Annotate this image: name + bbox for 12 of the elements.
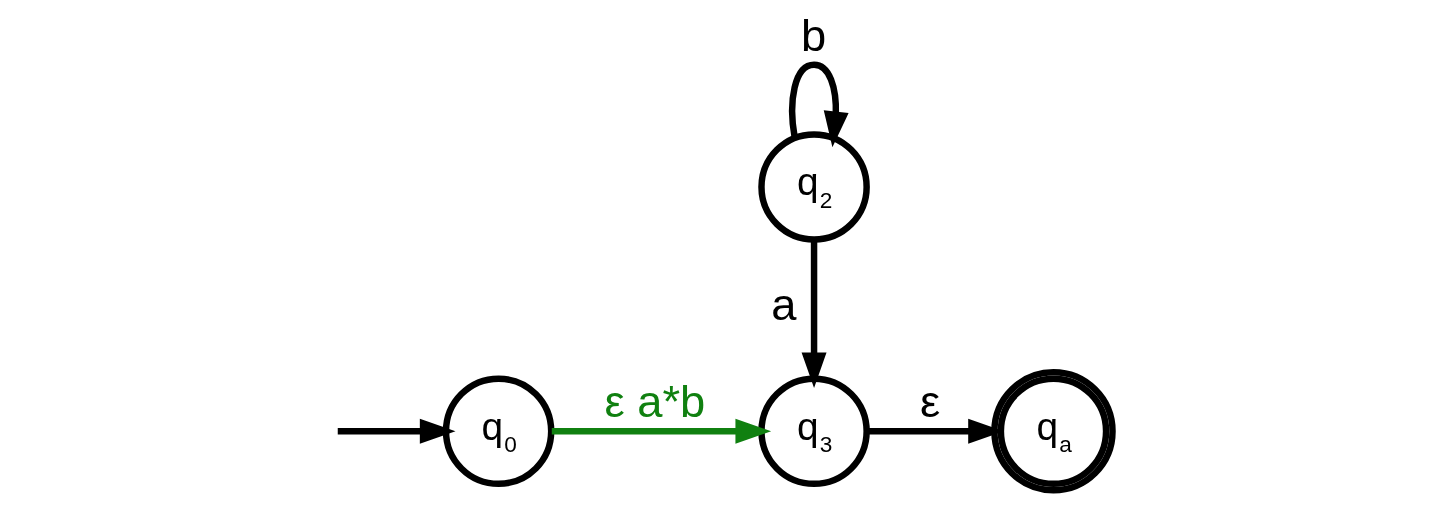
edge-label: ε	[920, 376, 941, 428]
edge-label: a	[771, 279, 797, 331]
arrow	[551, 418, 772, 444]
node-circle: q$_{a}$	[991, 368, 1116, 494]
node-circle: q$_{0}$	[442, 375, 555, 488]
node-circle: q$_{2}$	[758, 131, 870, 243]
arrow	[789, 61, 849, 148]
node-circle: q$_{3}$	[758, 375, 870, 488]
arrow	[337, 418, 456, 444]
edge-label: b	[801, 9, 827, 61]
edge-label: ε a*b	[604, 376, 706, 428]
arrow	[801, 239, 827, 389]
